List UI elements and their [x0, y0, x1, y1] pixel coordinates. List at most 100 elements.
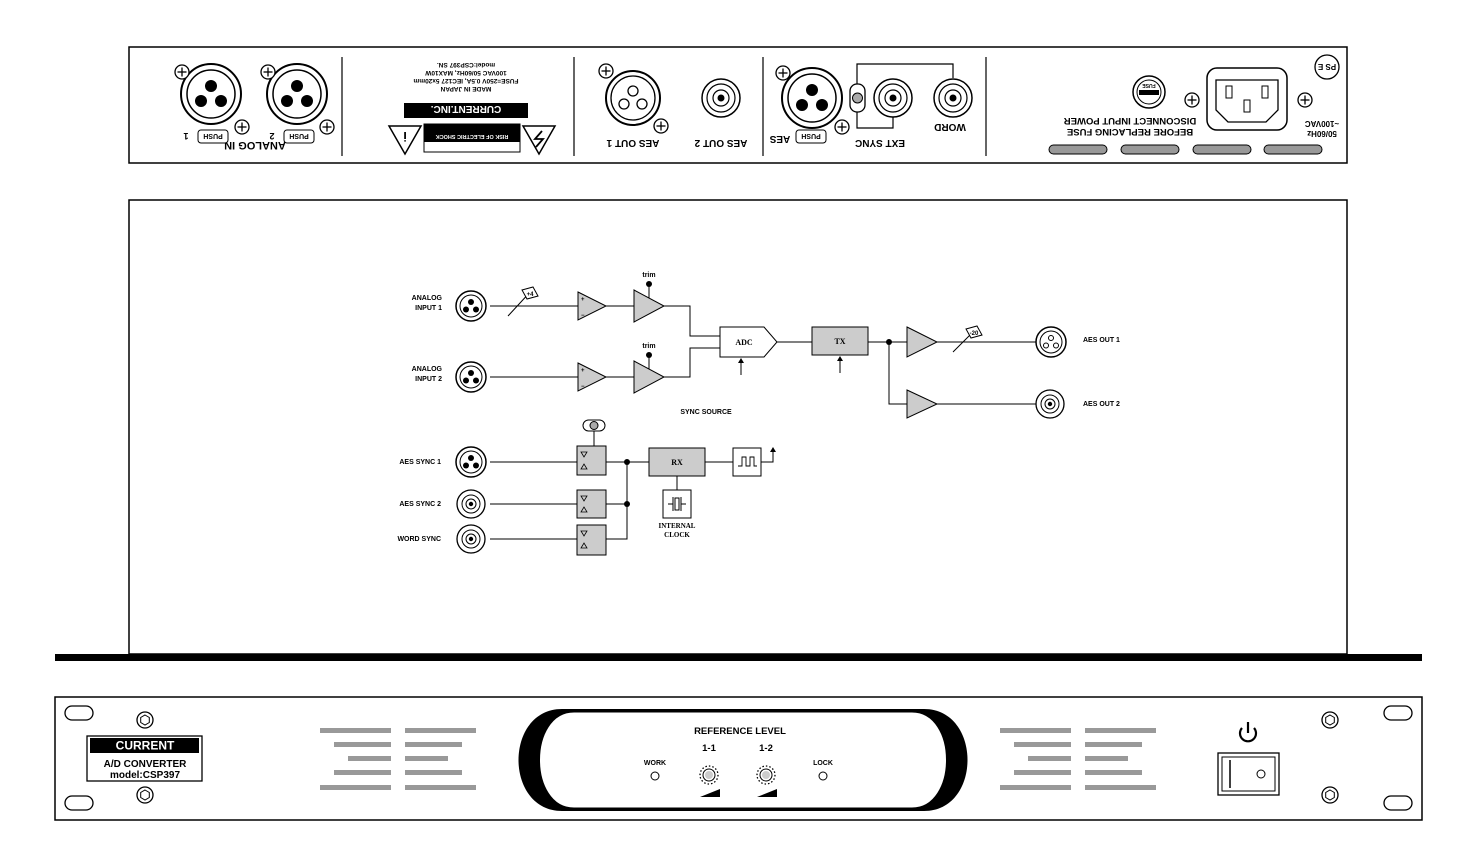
- push-label: PUSH: [203, 132, 222, 139]
- fuse-warning-line-1: DISCONNECT INPUT POWER: [1064, 115, 1197, 126]
- analog-in-1-xlr-icon[interactable]: [180, 63, 242, 125]
- screw-icon: [834, 119, 850, 135]
- rack-slot: [64, 795, 94, 811]
- power-section: FUSE PS E BEFORE REPLACING FUSE DISCONNE…: [1048, 54, 1340, 155]
- brand-plate-label: CURRENT.INC.: [431, 103, 502, 114]
- screw-icon: [775, 65, 791, 81]
- svg-text:+: +: [581, 368, 585, 374]
- screw-icon: [260, 64, 276, 80]
- ext-sync-bnc-icon[interactable]: [873, 78, 913, 118]
- aes-sync-2-label: AES SYNC 2: [399, 501, 441, 508]
- internal-clock-label-a: INTERNAL: [659, 522, 696, 530]
- word-sync-label: WORD SYNC: [397, 536, 441, 543]
- ps-e-mark: PS E: [1317, 62, 1336, 71]
- screw-icon: [653, 118, 669, 134]
- sync-receiver-2: [576, 489, 607, 519]
- aes-sync-2-bnc-icon: [456, 489, 486, 519]
- svg-text:−: −: [581, 313, 585, 319]
- aes-out-1-label: AES OUT 1: [1083, 337, 1120, 344]
- product-label: A/D CONVERTER: [104, 759, 188, 770]
- balanced-receiver-1: [577, 291, 608, 321]
- balanced-receiver-2: [577, 362, 608, 392]
- rack-slot: [64, 705, 94, 721]
- analog-input-2-label-a: ANALOG: [412, 366, 443, 373]
- work-label: WORK: [644, 760, 666, 767]
- ext-sync-aes-xlr-icon[interactable]: [781, 67, 843, 129]
- screw-icon: [1184, 92, 1200, 108]
- adc-block: [719, 326, 778, 358]
- analog-in-1-number: 1: [183, 131, 188, 141]
- caution-line-2: DO NOT OPEN: [453, 140, 492, 146]
- ref-level-1-2-knob[interactable]: [756, 765, 776, 785]
- analog-in-label: ANALOG IN: [224, 139, 286, 151]
- internal-clock-label-b: CLOCK: [664, 531, 690, 539]
- left-vents: [320, 728, 476, 790]
- screw-icon: [1321, 711, 1339, 729]
- analog-input-1-label-b: INPUT 1: [415, 305, 442, 312]
- aes-out-2-bnc-icon: [1035, 389, 1065, 419]
- screw-icon: [136, 786, 154, 804]
- rx-label: RX: [671, 458, 683, 467]
- front-brand-label: CURRENT: [116, 739, 175, 753]
- right-vents: [1000, 728, 1156, 790]
- vent-slot: [1048, 144, 1108, 155]
- aes-out-2-bnc-icon[interactable]: [701, 78, 741, 118]
- vent-slot: [1120, 144, 1180, 155]
- screw-icon: [234, 119, 250, 135]
- electric-shock-warning-icon: [521, 125, 557, 156]
- clock-pulse-block: [732, 447, 762, 477]
- screw-icon: [1297, 92, 1313, 108]
- aes-out-1-xlr-icon: [1035, 326, 1067, 358]
- fuse-label: FUSE: [1142, 82, 1156, 88]
- tx-label: TX: [834, 337, 845, 346]
- level-wedge-icon: [700, 789, 720, 797]
- analog-in-2-xlr-icon[interactable]: [266, 63, 328, 125]
- ext-sync-label: EXT SYNC: [855, 137, 905, 148]
- aes-sync-1-xlr-icon: [455, 446, 487, 478]
- caution-line-1: RISK OF ELECTRIC SHOCK: [436, 133, 509, 139]
- word-sync-bnc-icon: [456, 524, 486, 554]
- power-icon: [1238, 722, 1258, 743]
- front-model-label: model:CSP397: [110, 770, 180, 781]
- trim-label-1: trim: [642, 272, 655, 279]
- lock-label: LOCK: [813, 760, 833, 767]
- word-label: WORD: [934, 121, 966, 132]
- aes-out-section: AES OUT 1 AES OUT 2: [598, 63, 747, 148]
- ref-level-1-2-label: 1-2: [759, 743, 773, 754]
- block-diagram: ANALOG INPUT 1 +4 + − trim ANALOG INPUT …: [128, 199, 1348, 655]
- ref-level-1-1-label: 1-1: [702, 743, 716, 754]
- adc-label: ADC: [735, 338, 753, 347]
- screw-icon: [1321, 786, 1339, 804]
- power-switch[interactable]: [1217, 752, 1280, 796]
- analog-in-2-number: 2: [269, 131, 274, 141]
- analog-input-2-label-b: INPUT 2: [415, 376, 442, 383]
- made-in-label: MADE IN JAPAN: [440, 85, 491, 92]
- level-tag-icon: [521, 286, 539, 300]
- power-spec-label: 100VAC 50/60Hz, MAX10W: [424, 69, 506, 76]
- svg-text:−: −: [581, 384, 585, 390]
- sync-receiver-3: [576, 524, 607, 556]
- power-rating-line-2: 50/60Hz: [1307, 129, 1337, 138]
- vent-slot: [1263, 144, 1323, 155]
- svg-text:+: +: [581, 297, 585, 303]
- reference-level-title: REFERENCE LEVEL: [694, 726, 786, 737]
- analog-input-1-label-a: ANALOG: [412, 295, 443, 302]
- vent-slot: [1192, 144, 1252, 155]
- ref-level-1-1-knob[interactable]: [699, 765, 719, 785]
- fuse-spec-label: FUSE=250V 0.5A, IEC127 5x20mm: [413, 77, 518, 84]
- sync-source-label: SYNC SOURCE: [680, 409, 732, 416]
- level-wedge-icon: [757, 789, 777, 797]
- ext-sync-section: PUSH AES EXT SYNC WORD: [769, 63, 973, 148]
- word-sync-bnc-icon[interactable]: [933, 78, 973, 118]
- ps-e-mark-icon: [1314, 54, 1340, 80]
- divider-bar: [55, 654, 1422, 661]
- work-led: [650, 771, 660, 781]
- model-serial-label: model:CSP397 SN.: [437, 61, 495, 68]
- aes-label: AES: [769, 133, 790, 144]
- level-tag-icon: [965, 325, 983, 339]
- screw-icon: [136, 711, 154, 729]
- push-label: PUSH: [289, 132, 308, 139]
- analog-input-2-xlr-icon: [455, 361, 487, 393]
- front-panel: CURRENT A/D CONVERTER model:CSP397: [54, 696, 1423, 821]
